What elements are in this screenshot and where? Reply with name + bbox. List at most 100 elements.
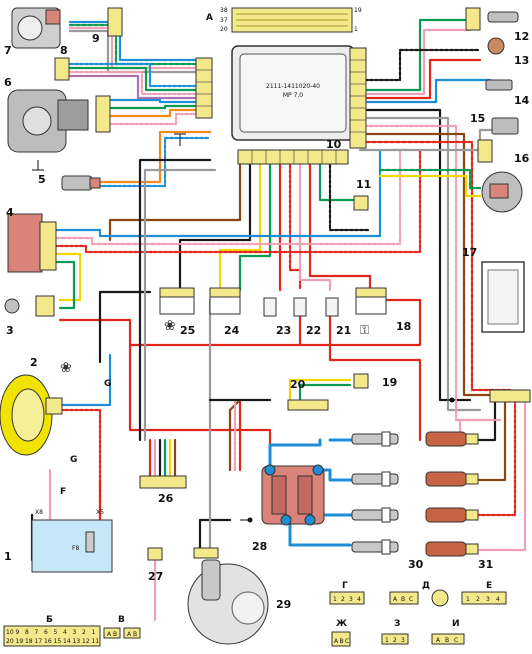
ground-symbols (32, 133, 455, 523)
label-5: 5 (38, 173, 46, 186)
label-24: 24 (224, 324, 240, 337)
label-2: 2 (30, 356, 38, 369)
b-top-pin-4: 6 (44, 629, 48, 636)
tank-f8-label: F8 (72, 545, 79, 552)
label-10: 10 (326, 138, 342, 151)
ecu-firmware: МР 7.0 (283, 92, 303, 99)
maf-connector (95, 95, 111, 133)
b-bottom-pin-7: 13 (73, 638, 81, 645)
key-icon: ⚿ (360, 323, 369, 337)
d-pin-0: A (393, 596, 398, 603)
legend-zh-label: Ж (336, 619, 347, 629)
relay-fuse-box (481, 261, 525, 333)
zh-pin-2: C (345, 638, 349, 645)
i-pin-1: B (445, 637, 449, 644)
speed-sensor (4, 295, 55, 317)
label-3: 3 (6, 324, 14, 337)
z-pin-0: 1 (385, 637, 389, 644)
connector-20 (287, 399, 329, 411)
fuel-tank-sensor: Х8 Х5 F8 (31, 509, 113, 573)
zh-pin-0: A (334, 638, 339, 645)
knock-sensor (487, 37, 505, 55)
fuel-pump-module (187, 547, 269, 645)
ye-pin-0: 1 (466, 596, 470, 603)
label-27: 27 (148, 570, 163, 583)
label-16: 16 (514, 152, 530, 165)
b-bottom-pin-8: 12 (82, 638, 90, 645)
ye-pin-1: 2 (476, 596, 480, 603)
g-pin-0: 1 (333, 596, 337, 603)
i-pin-2: C (454, 637, 458, 644)
label-23: 23 (276, 324, 291, 337)
label-6: 6 (4, 76, 12, 89)
fan-icon: ❀ (60, 360, 72, 376)
v-pin-a2: A (127, 631, 132, 638)
b-top-pin-9: 1 (92, 629, 96, 636)
legend-b-label: Б (46, 615, 53, 625)
b-top-pin-8: 2 (82, 629, 86, 636)
oxygen-sensor (465, 7, 519, 31)
fan-relay-icon: ❀ (164, 318, 176, 334)
zh-pin-1: B (340, 638, 344, 645)
tank-x8-label: Х8 (35, 509, 43, 516)
relay-row: ❀ ⚿ (159, 287, 387, 337)
g-pin-3: 4 (357, 596, 361, 603)
b-bottom-pin-0: 20 (6, 638, 14, 645)
legend-g-label: Г (342, 581, 348, 591)
b-bottom-pin-2: 18 (25, 638, 33, 645)
label-30: 30 (408, 558, 424, 571)
pin-label-37: 37 (220, 17, 228, 24)
b-bottom-pin-5: 15 (54, 638, 62, 645)
i-pin-0: A (436, 637, 441, 644)
b-bottom-pin-6: 14 (63, 638, 71, 645)
pin-label-20: 20 (220, 26, 228, 33)
label-15: 15 (470, 112, 485, 125)
legend-ye-label: Е (486, 581, 492, 591)
ignition-coil (261, 464, 325, 526)
label-8: 8 (60, 44, 68, 57)
b-top-pin-2: 8 (25, 629, 29, 636)
label-19: 19 (382, 376, 397, 389)
ye-pin-2: 3 (486, 596, 490, 603)
label-17: 17 (462, 246, 477, 259)
legend-z-label: З (394, 619, 400, 629)
ye-pin-3: 4 (496, 596, 500, 603)
legend-i-label: И (452, 619, 460, 629)
ecu-model: 2111-1411020-40 (266, 83, 320, 90)
label-11: 11 (356, 178, 371, 191)
label-f: F (60, 487, 66, 497)
pin-label-1: 1 (354, 26, 358, 33)
label-g-upper: G (104, 379, 111, 389)
legend-v-label: В (118, 615, 125, 625)
ecu-unit: 2111-1411020-40 МР 7.0 (231, 45, 355, 141)
label-1: 1 (4, 550, 12, 563)
v-pin-a1: A (107, 631, 112, 638)
connector-27 (147, 547, 163, 561)
injector-harness-connector (489, 389, 531, 403)
b-top-pin-3: 7 (35, 629, 39, 636)
b-top-pin-5: 5 (54, 629, 58, 636)
wire-layer (30, 18, 527, 622)
main-relay-block (7, 213, 57, 273)
coolant-temp-sensor (61, 175, 101, 191)
crank-sensor (485, 79, 513, 91)
d-pin-2: C (409, 596, 413, 603)
b-bottom-pin-9: 11 (92, 638, 100, 645)
label-14: 14 (514, 94, 530, 107)
connector-19 (353, 373, 369, 389)
b-top-pin-7: 3 (73, 629, 77, 636)
b-top-pin-6: 4 (63, 629, 67, 636)
label-25: 25 (180, 324, 195, 337)
fuse-23 (263, 297, 277, 317)
fuse-21 (325, 297, 339, 317)
v-pin-b2: B (133, 631, 137, 638)
b-bottom-pin-1: 19 (16, 638, 24, 645)
connector-9 (107, 7, 123, 37)
g-pin-1: 2 (341, 596, 345, 603)
maf-sensor (7, 89, 89, 153)
ecu-bottom-block (237, 149, 349, 165)
label-9: 9 (92, 32, 100, 45)
idle-air-valve (481, 171, 523, 213)
